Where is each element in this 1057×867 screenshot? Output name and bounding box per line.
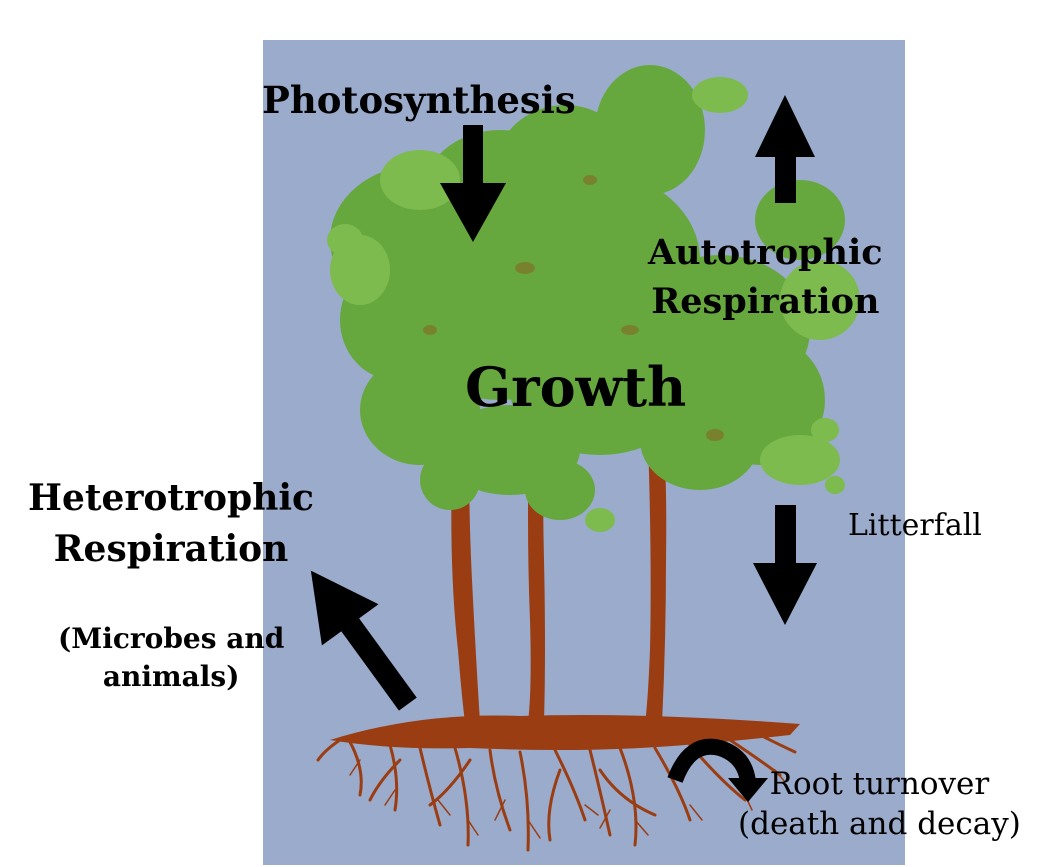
- heterotrophic-line-1: Heterotrophic: [28, 477, 314, 519]
- root-turnover-line-2: (death and decay): [738, 806, 1021, 842]
- root-turnover-label: Root turnover (death and decay): [738, 764, 1021, 844]
- microbes-line-1: (Microbes and: [58, 622, 285, 655]
- root-turnover-line-1: Root turnover: [769, 766, 990, 802]
- tree-canopy: [327, 65, 860, 532]
- autotrophic-line-2: Respiration: [651, 281, 880, 322]
- autotrophic-line-1: Autotrophic: [648, 232, 883, 273]
- litterfall-arrow: [753, 505, 817, 625]
- root-turnover-arrow: [667, 738, 768, 802]
- photosynthesis-label: Photosynthesis: [262, 78, 576, 122]
- autotrophic-respiration-label: Autotrophic Respiration: [648, 228, 883, 326]
- autotrophic-respiration-arrow: [755, 95, 815, 203]
- heterotrophic-respiration-label: Heterotrophic Respiration: [28, 473, 314, 575]
- root-system: [316, 715, 800, 852]
- photosynthesis-arrow: [440, 125, 506, 242]
- microbes-label: (Microbes and animals): [58, 620, 284, 696]
- growth-label: Growth: [465, 355, 687, 419]
- microbes-line-2: animals): [102, 660, 240, 693]
- heterotrophic-respiration-arrow: [310, 570, 417, 711]
- heterotrophic-line-2: Respiration: [53, 528, 289, 570]
- litterfall-label: Litterfall: [848, 508, 982, 543]
